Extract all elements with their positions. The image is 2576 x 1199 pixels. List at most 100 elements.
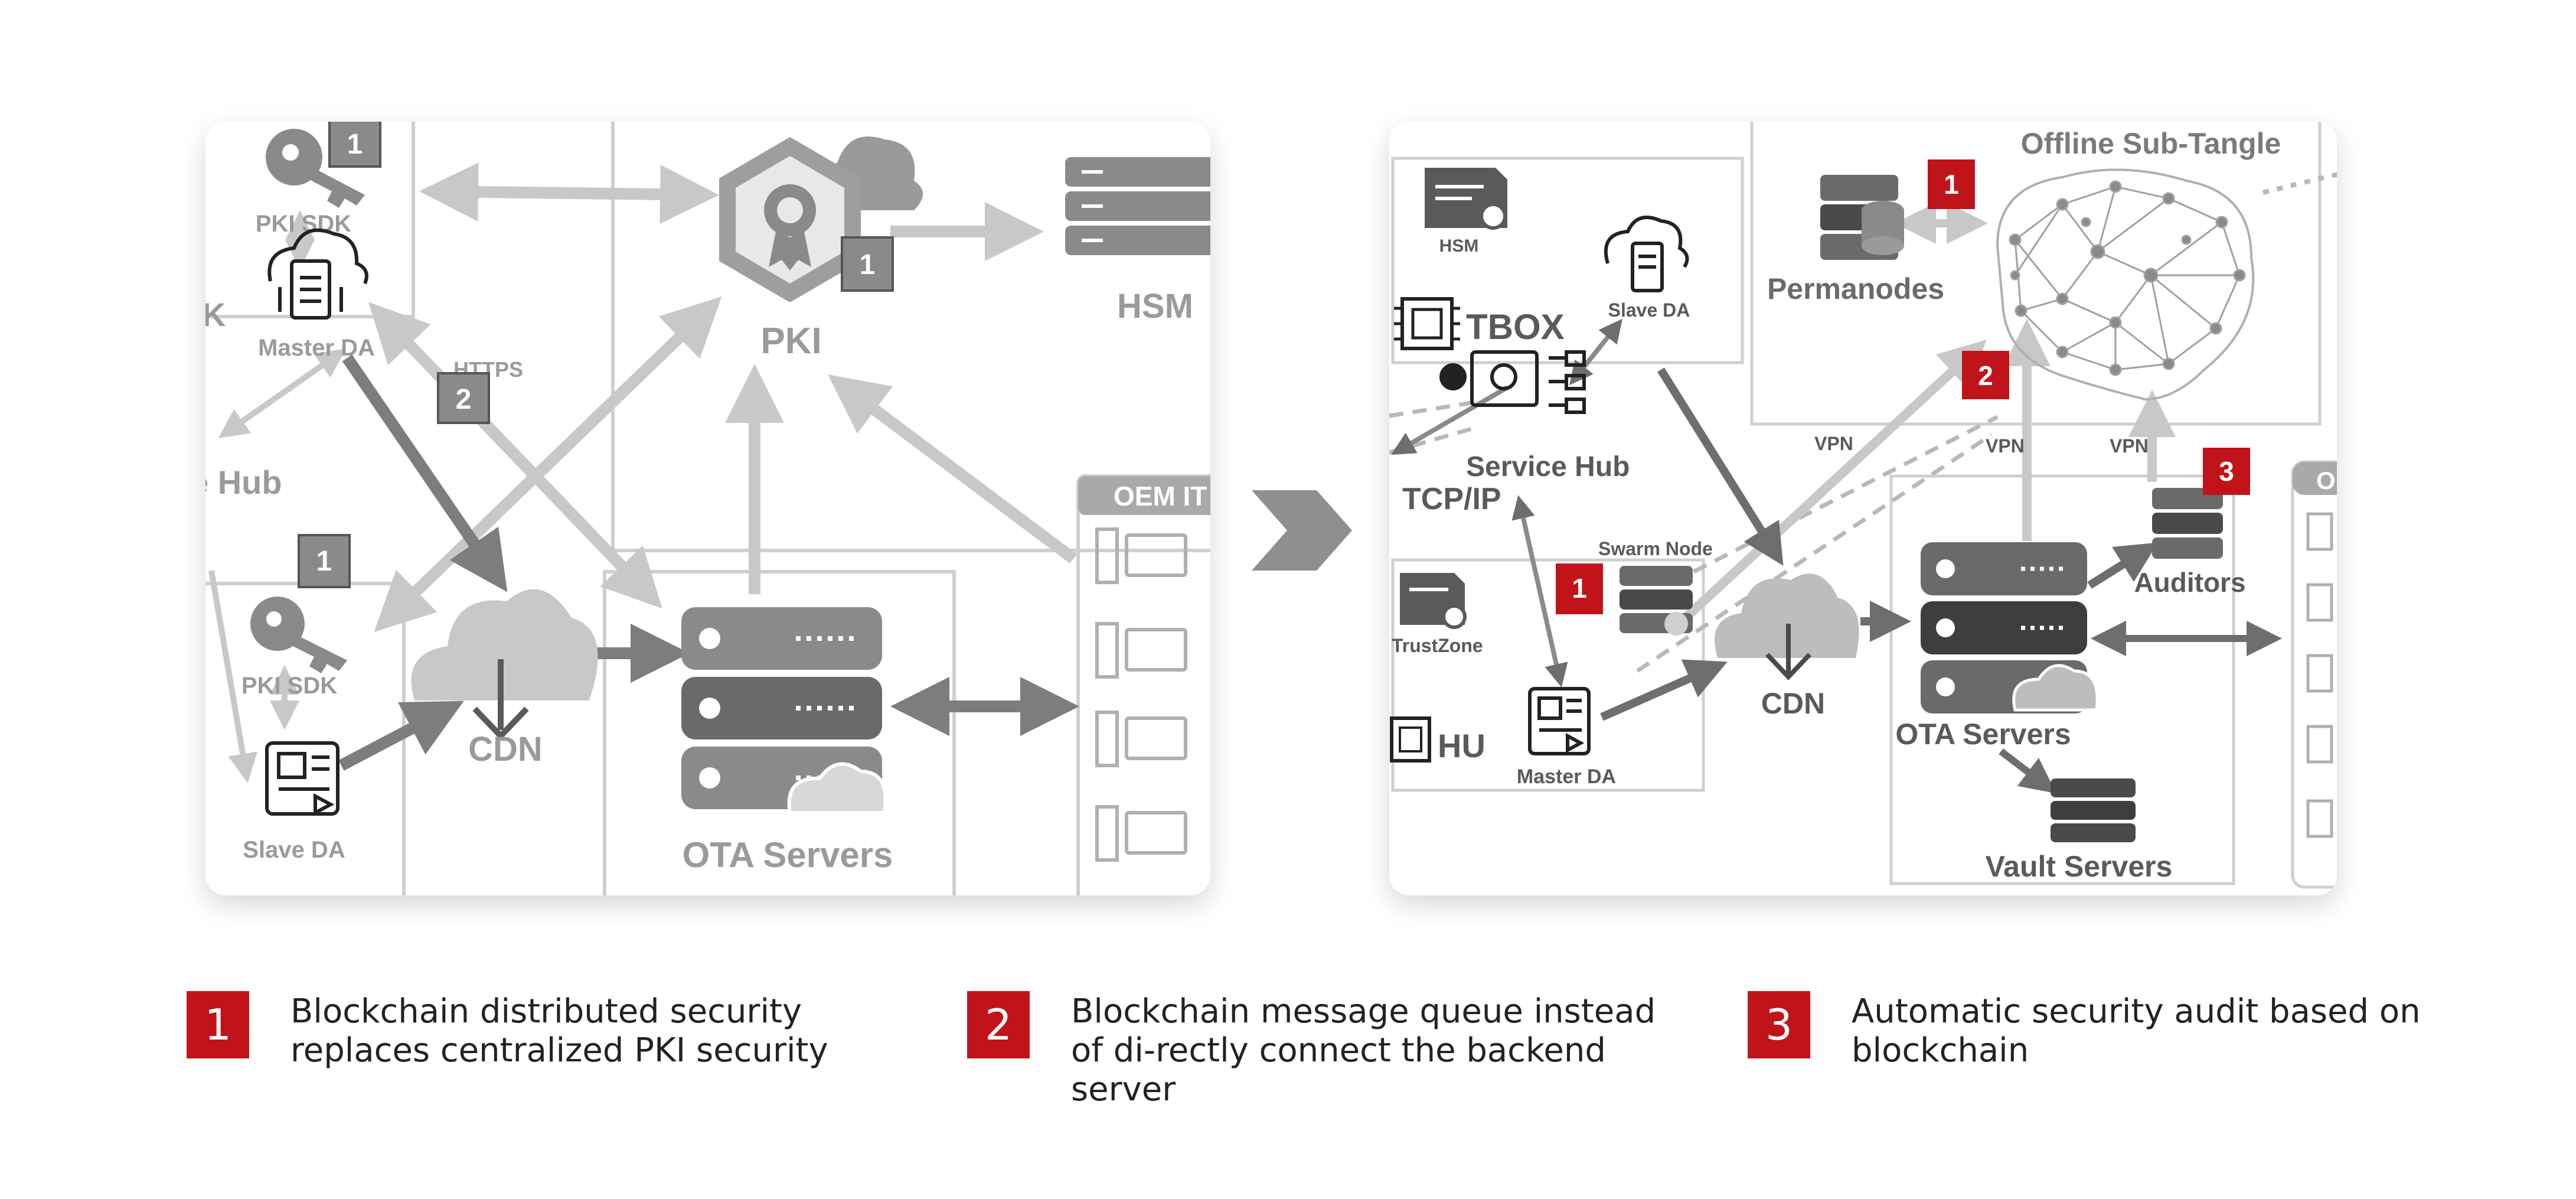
vpn-label: VPN — [2110, 435, 2149, 457]
left-diagram-panel: 1 PKI SDK Master DA K HTTPS 2 e Hub — [205, 122, 1210, 895]
master-da-icon — [1528, 687, 1591, 755]
marker-badge — [298, 534, 351, 588]
marker-label: 3 — [2219, 456, 2234, 487]
master-da-label: Master DA — [258, 335, 375, 361]
legend-badge: 2 — [967, 991, 1030, 1058]
slave-pki-arrow — [374, 297, 722, 632]
cdn-label: CDN — [1761, 687, 1825, 720]
slave-da-label: Slave DA — [1608, 299, 1690, 321]
vault-servers-label: Vault Servers — [1986, 850, 2173, 883]
blockchain-architecture-diagram: O HSM TBO — [1389, 122, 2337, 889]
marker-badge — [328, 122, 381, 168]
hsm-label: HSM — [1117, 287, 1193, 325]
queue-dashed-line — [1389, 426, 1473, 455]
oem-header — [1078, 476, 1210, 515]
marker-label: 2 — [456, 384, 472, 415]
marker-badge-red — [2203, 448, 2250, 495]
hsm-label: HSM — [1439, 236, 1479, 256]
tbox-label: TBOX — [1466, 307, 1565, 347]
document-icon — [2306, 512, 2333, 838]
pki-architecture-diagram: 1 PKI SDK Master DA K HTTPS 2 e Hub — [205, 122, 1210, 895]
service-hub-label: Service Hub — [1466, 451, 1630, 483]
oem-it-label: OEM IT — [1114, 481, 1207, 511]
hsm-certificate-icon — [1425, 168, 1507, 230]
chevron-right-icon — [1252, 490, 1352, 571]
queue-dashed-line — [1389, 400, 1473, 418]
slave-da-icon — [1604, 216, 1689, 292]
legend-badge: 3 — [1748, 991, 1810, 1058]
marker-label: 2 — [1978, 360, 1993, 391]
ota-vault-arrow — [1999, 748, 2056, 794]
oem-partial-label: O — [2316, 467, 2336, 494]
tcp-ip-label: TCP/IP — [1402, 482, 1501, 516]
cdn-label: CDN — [468, 730, 543, 768]
ecu-chip-icon — [1394, 297, 1460, 350]
marker-badge — [437, 372, 490, 424]
pki-certificate-icon — [719, 137, 861, 302]
trustzone-certificate-icon — [1400, 573, 1467, 629]
cdn-cloud-icon — [411, 589, 598, 741]
oem-pki-arrow — [828, 374, 1077, 563]
permanodes-label: Permanodes — [1767, 272, 1944, 305]
slave-cdn-arrow — [338, 700, 464, 771]
service-hub-arrow — [1391, 385, 1509, 455]
legend-text: Blockchain distributed security replaces… — [290, 992, 828, 1070]
master-da-label: Master DA — [1517, 765, 1616, 788]
queue-dashed-line — [1636, 433, 1993, 673]
service-hub-icon — [1439, 350, 1586, 414]
legend-text: Blockchain message queue instead of di-r… — [1071, 992, 1656, 1109]
auditors-server-icon — [2152, 488, 2223, 559]
ota-server-stack-icon — [681, 607, 887, 814]
marker-label: 1 — [860, 249, 876, 281]
slave-da-icon — [265, 741, 339, 816]
swarm-node-server-icon — [1620, 566, 1693, 636]
auditors-label: Auditors — [2134, 567, 2245, 598]
vpn-label: VPN — [1814, 433, 1853, 454]
vpn-label: VPN — [1986, 435, 2025, 457]
legend-text: Automatic security audit based on blockc… — [1852, 992, 2421, 1070]
master-cdn-arrow — [1600, 659, 1728, 721]
swarm-node-label: Swarm Node — [1598, 538, 1713, 559]
swarm-tangle-arrow — [1669, 340, 1987, 633]
ota-region — [603, 570, 956, 895]
marker-label: 1 — [347, 129, 363, 160]
key-icon — [266, 129, 365, 208]
master-hub-arrow — [218, 348, 347, 438]
key-icon — [250, 597, 347, 673]
permanode-database-icon — [1820, 175, 1904, 260]
marker-label: 1 — [1572, 573, 1587, 604]
master-da-icon — [267, 228, 368, 320]
tcp-master-arrow — [1511, 495, 1568, 688]
sdk-pki-arrow — [419, 162, 719, 224]
hu-label: HU — [1438, 727, 1485, 764]
marker-badge-red — [1962, 351, 2009, 399]
queue-dashed-line — [1671, 415, 1999, 585]
marker-label: 1 — [1944, 169, 1959, 200]
hub-slave-arrow — [1569, 318, 1622, 386]
sub-tangle-title: Offline Sub-Tangle — [2021, 127, 2281, 160]
marker-label: 1 — [316, 546, 332, 577]
ecu-chip-icon — [1390, 716, 1431, 763]
vault-server-icon — [2051, 778, 2136, 842]
ota-auditors-arrow — [2087, 542, 2158, 589]
ota-servers-label: OTA Servers — [683, 835, 893, 875]
oem-header — [2293, 462, 2337, 495]
cdn-cloud-icon — [1715, 574, 1859, 680]
master-cdn-arrow — [342, 354, 508, 592]
ota-servers-label: OTA Servers — [1895, 718, 2071, 751]
computer-icon — [1095, 527, 1187, 862]
marker-badge-red — [1556, 563, 1603, 614]
legend-badge: 1 — [187, 991, 249, 1058]
sub-tangle-dotted-link — [2262, 172, 2337, 195]
slave-da-label: Slave DA — [243, 837, 345, 863]
ota-server-stack-icon — [1921, 542, 2099, 713]
master-ota-arrow — [368, 302, 662, 609]
trustzone-label: TrustZone — [1392, 635, 1483, 656]
service-hub-partial-label: e Hub — [205, 464, 282, 501]
slave-cdn-arrow — [1657, 367, 1784, 566]
sub-tangle-region — [1750, 122, 2322, 426]
partial-label: K — [205, 296, 226, 333]
right-diagram-panel: O HSM TBO — [1389, 122, 2337, 895]
pki-sdk-label: PKI SDK — [241, 673, 337, 699]
hsm-rack-icon — [1065, 157, 1210, 255]
